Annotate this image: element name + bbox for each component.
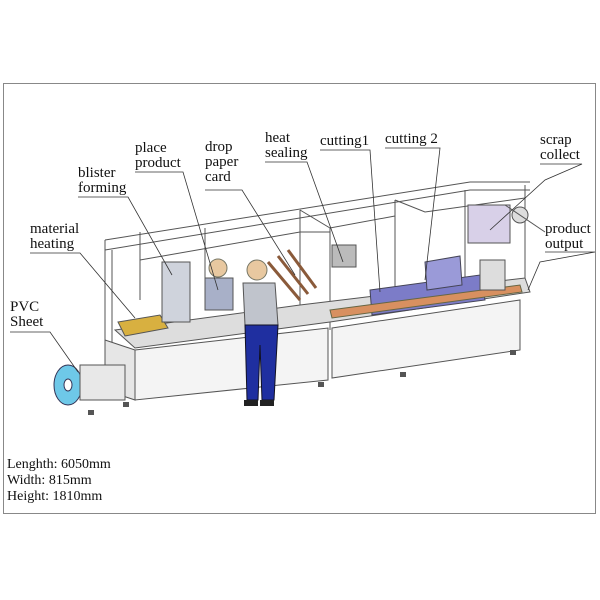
- label-material-heating: material heating: [30, 221, 80, 252]
- heater: [117, 314, 169, 337]
- label-pvc-sheet: PVC Sheet: [10, 299, 44, 330]
- label-cutting1: cutting1: [320, 133, 370, 149]
- scrap-collector: [467, 204, 511, 244]
- label-cutting2: cutting 2: [385, 131, 438, 147]
- dimensions-block: Lenghth: 6050mm Width: 815mm Height: 181…: [7, 457, 111, 505]
- label-place-product: place product: [135, 140, 181, 171]
- control-screen: [331, 244, 357, 268]
- dimension-length: Lenghth: 6050mm: [7, 457, 111, 472]
- forming-station: [161, 261, 191, 323]
- diagram-frame: [3, 83, 596, 514]
- operator-front: [242, 259, 279, 406]
- machine-frame: [104, 181, 530, 360]
- operator-back: [204, 258, 234, 311]
- label-scrap-collect: scrap collect: [540, 132, 580, 163]
- label-product-output: product output: [545, 221, 591, 252]
- dimension-height: Height: 1810mm: [7, 489, 103, 504]
- cabinet-right: [331, 299, 521, 379]
- label-drop-paper-card: drop paper card: [205, 139, 239, 185]
- leader-lines: [10, 147, 596, 373]
- label-blister-forming: blister forming: [78, 165, 127, 196]
- dimension-width: Width: 815mm: [7, 473, 92, 488]
- label-heat-sealing: heat sealing: [265, 130, 308, 161]
